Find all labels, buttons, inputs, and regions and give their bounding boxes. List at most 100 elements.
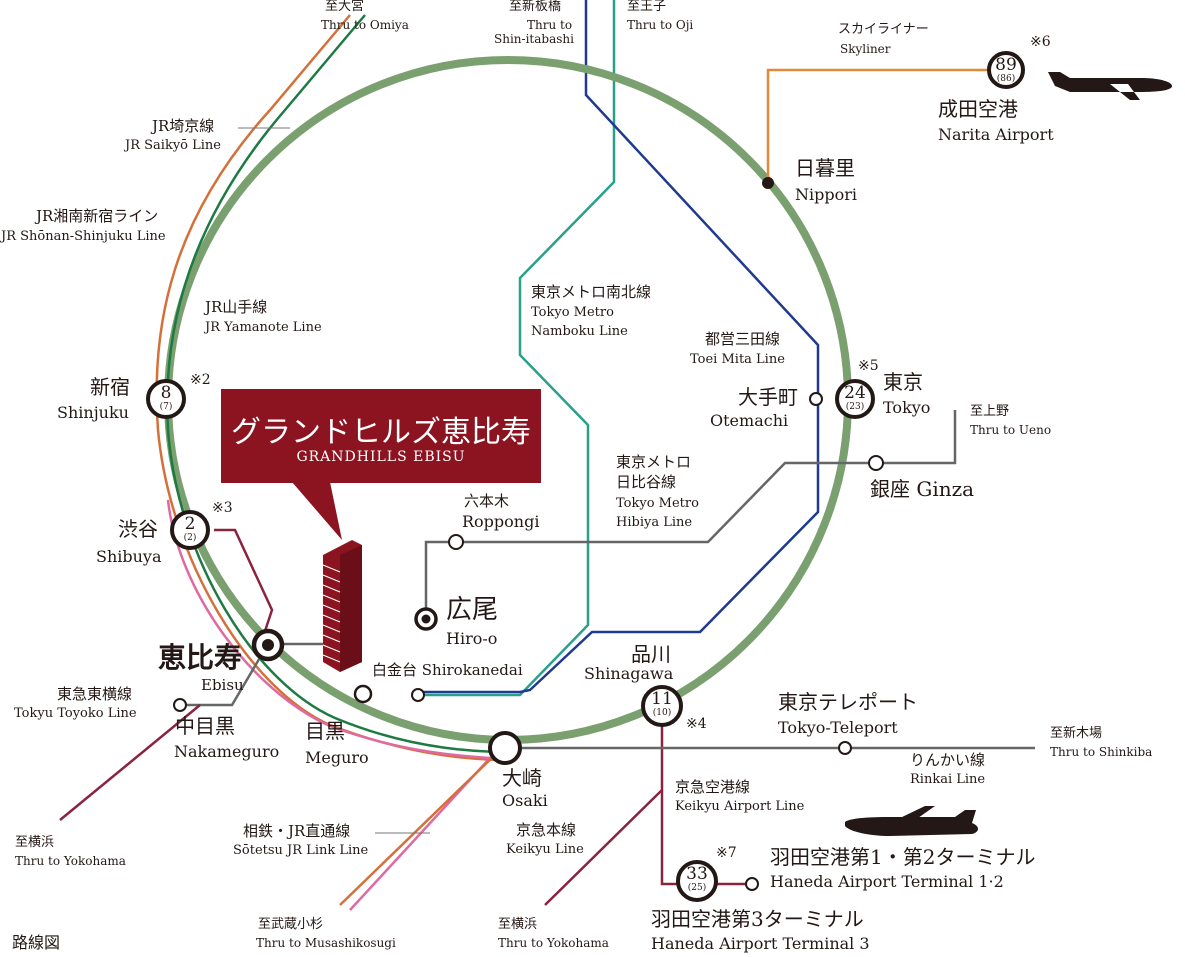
mita-line — [418, 0, 820, 694]
haneda12-en: Haneda Airport Terminal 1·2 — [770, 872, 1004, 891]
shinjuku-en: Shinjuku — [57, 403, 129, 422]
dir-yokohama1-jp: 至横浜 — [15, 835, 55, 850]
time-shinjuku-main: 8 — [160, 383, 172, 403]
airplane-icon-narita — [1048, 72, 1172, 100]
dir-yokohama1-en: Thru to Yokohama — [15, 854, 126, 868]
teleport-jp: 東京テレポート — [778, 690, 918, 714]
station-osaki[interactable] — [488, 731, 522, 765]
line-hibiya-en1: Tokyo Metro — [616, 496, 699, 511]
station-ebisu-dot — [262, 639, 274, 651]
otemachi-en: Otemachi — [710, 411, 789, 430]
time-narita-sub: (86) — [996, 74, 1016, 84]
station-meguro[interactable] — [353, 684, 373, 704]
station-roppongi[interactable] — [448, 534, 464, 550]
line-toyoko-jp: 東急東横線 — [57, 685, 133, 703]
time-circle-shinagawa[interactable] — [641, 685, 683, 727]
line-rinkai-jp: りんかい線 — [910, 751, 986, 769]
osaki-jp: 大崎 — [502, 766, 542, 790]
station-haneda3[interactable] — [745, 877, 759, 891]
meguro-jp: 目黒 — [305, 719, 345, 743]
roppongi-en: Roppongi — [462, 512, 540, 531]
toyoko-line — [59, 704, 201, 821]
line-hibiya-jp1: 東京メトロ — [616, 453, 692, 471]
time-circle-shinjuku[interactable] — [146, 379, 186, 419]
note-haneda: ※7 — [716, 845, 737, 861]
time-shibuya-main: 2 — [184, 514, 196, 534]
line-hibiya-en2: Hibiya Line — [616, 515, 693, 530]
toyoko-to-shibuya — [214, 528, 274, 641]
banner-title-jp: グランドヒルズ恵比寿 — [231, 415, 531, 450]
property-banner: グランドヒルズ恵比寿 GRANDHILLS EBISU — [221, 389, 541, 483]
station-ginza[interactable] — [868, 455, 884, 471]
time-narita-main: 89 — [995, 55, 1017, 75]
teleport-en: Tokyo-Teleport — [778, 718, 898, 737]
station-hiroo-dot — [421, 614, 431, 624]
dir-shinitabashi-en1: Thru to — [527, 18, 573, 32]
ebisu-jp: 恵比寿 — [158, 641, 243, 674]
dir-ueno-jp: 至上野 — [970, 404, 1010, 419]
time-narita: 89(86) — [986, 56, 1026, 84]
haneda3-en: Haneda Airport Terminal 3 — [651, 934, 870, 953]
otemachi-jp: 大手町 — [738, 385, 798, 409]
note-shibuya: ※3 — [212, 500, 233, 516]
roppongi-jp: 六本木 — [464, 492, 510, 510]
station-nippori[interactable] — [762, 177, 774, 189]
time-shinagawa-sub: (10) — [652, 708, 672, 718]
station-shirokanedai[interactable] — [411, 688, 425, 702]
saikyo-line — [166, 14, 509, 754]
time-circle-haneda[interactable] — [676, 860, 718, 902]
dir-oji-en: Thru to Oji — [627, 18, 694, 32]
line-keikyu-main-jp: 京急本線 — [516, 821, 577, 839]
banner-title-en: GRANDHILLS EBISU — [296, 449, 466, 465]
time-shinagawa-main: 11 — [651, 689, 673, 709]
shinagawa-en: Shinagawa — [584, 664, 674, 683]
shibuya-en: Shibuya — [96, 547, 162, 566]
station-teleport[interactable] — [838, 741, 852, 755]
time-shibuya-sub: (2) — [183, 533, 197, 543]
dir-yokohama2-jp: 至横浜 — [498, 917, 538, 932]
tokyo-en: Tokyo — [883, 398, 931, 417]
narita-jp: 成田空港 — [938, 97, 1018, 121]
time-haneda-main: 33 — [686, 864, 708, 884]
note-tokyo: ※5 — [858, 358, 879, 374]
tokyo-jp: 東京 — [883, 370, 923, 394]
namboku-line — [418, 0, 616, 697]
note-narita: ※6 — [1030, 34, 1051, 50]
haneda12-jp: 羽田空港第1・第2ターミナル — [770, 845, 1036, 869]
line-toyoko-en: Tokyu Toyoko Line — [14, 706, 137, 721]
line-keikyu-airport-en: Keikyu Airport Line — [675, 799, 805, 814]
time-haneda: 33(25) — [677, 865, 717, 893]
line-keikyu-airport-jp: 京急空港線 — [675, 778, 751, 796]
dir-shinkiba-en: Thru to Shinkiba — [1050, 745, 1153, 759]
nippori-jp: 日暮里 — [795, 156, 855, 180]
dir-musashikosugi-en: Thru to Musashikosugi — [256, 936, 396, 950]
nakameguro-jp: 中目黒 — [175, 714, 235, 738]
ebisu-en: Ebisu — [201, 676, 244, 694]
line-namboku-en2: Namboku Line — [531, 324, 628, 339]
time-shinagawa: 11(10) — [642, 690, 682, 718]
nakameguro-en: Nakameguro — [174, 742, 280, 761]
skyliner-line — [766, 68, 990, 182]
line-skyliner-jp: スカイライナー — [838, 22, 929, 37]
time-shinjuku: 8(7) — [146, 384, 186, 412]
time-circle-shibuya[interactable] — [170, 510, 210, 550]
rinkai-orange-branch — [339, 749, 501, 906]
station-otemachi[interactable] — [809, 392, 823, 406]
line-namboku-en1: Tokyo Metro — [531, 305, 614, 320]
line-saikyo-en: JR Saikyō Line — [125, 138, 221, 153]
line-skyliner-en: Skyliner — [840, 42, 891, 56]
dir-shinitabashi-en2: Shin-itabashi — [494, 32, 574, 46]
station-nakameguro[interactable] — [173, 698, 187, 712]
time-shibuya: 2(2) — [170, 515, 210, 543]
line-namboku-jp: 東京メトロ南北線 — [531, 283, 652, 301]
line-hibiya-jp2: 日比谷線 — [616, 473, 677, 491]
hiroo-en: Hiro-o — [446, 629, 498, 648]
dir-omiya-jp: 至大宮 — [325, 0, 365, 14]
note-shinagawa: ※4 — [686, 716, 707, 732]
time-circle-tokyo[interactable] — [835, 379, 875, 419]
meguro-en: Meguro — [305, 748, 369, 767]
time-circle-narita[interactable] — [987, 51, 1025, 89]
banner-pointer — [292, 482, 342, 540]
shibuya-jp: 渋谷 — [118, 517, 158, 541]
dir-shinkiba-jp: 至新木場 — [1050, 726, 1103, 741]
